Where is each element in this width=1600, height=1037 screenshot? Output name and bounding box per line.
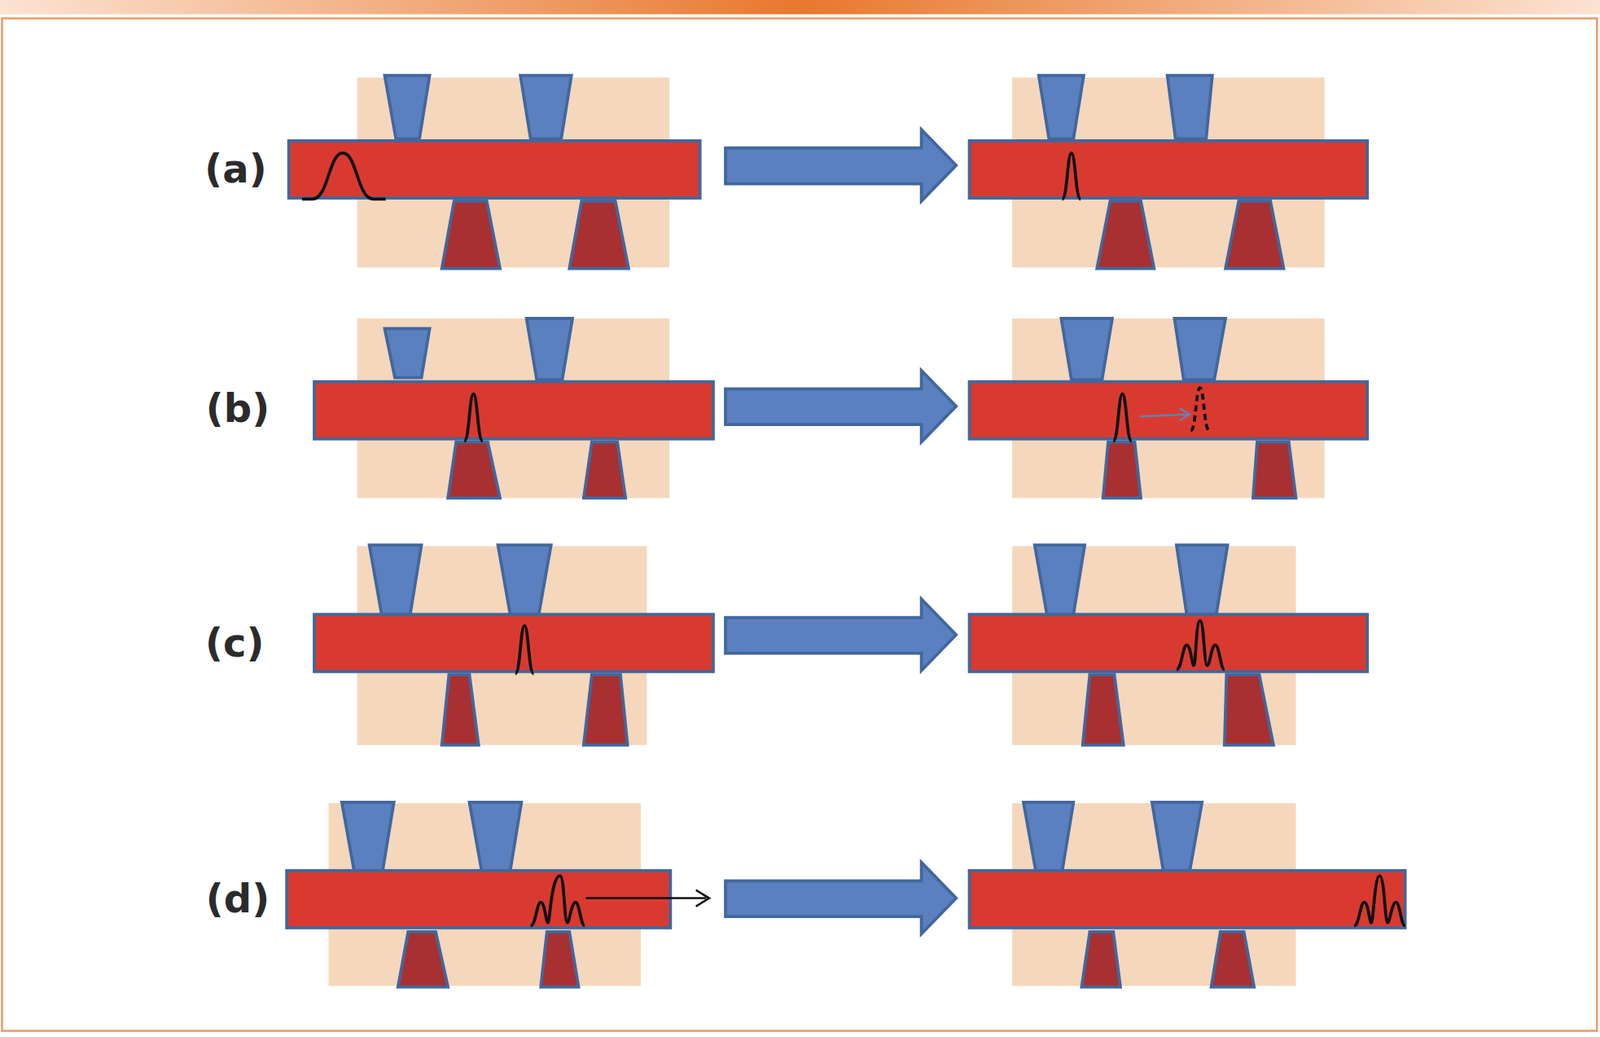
panels <box>286 75 1405 987</box>
panel-label: (b) <box>206 388 270 428</box>
panel-label: (d) <box>206 878 270 918</box>
panel-label: (a) <box>204 149 267 189</box>
frame <box>2 18 1598 1031</box>
top-bar <box>0 0 1600 15</box>
panel-label: (c) <box>205 622 264 662</box>
